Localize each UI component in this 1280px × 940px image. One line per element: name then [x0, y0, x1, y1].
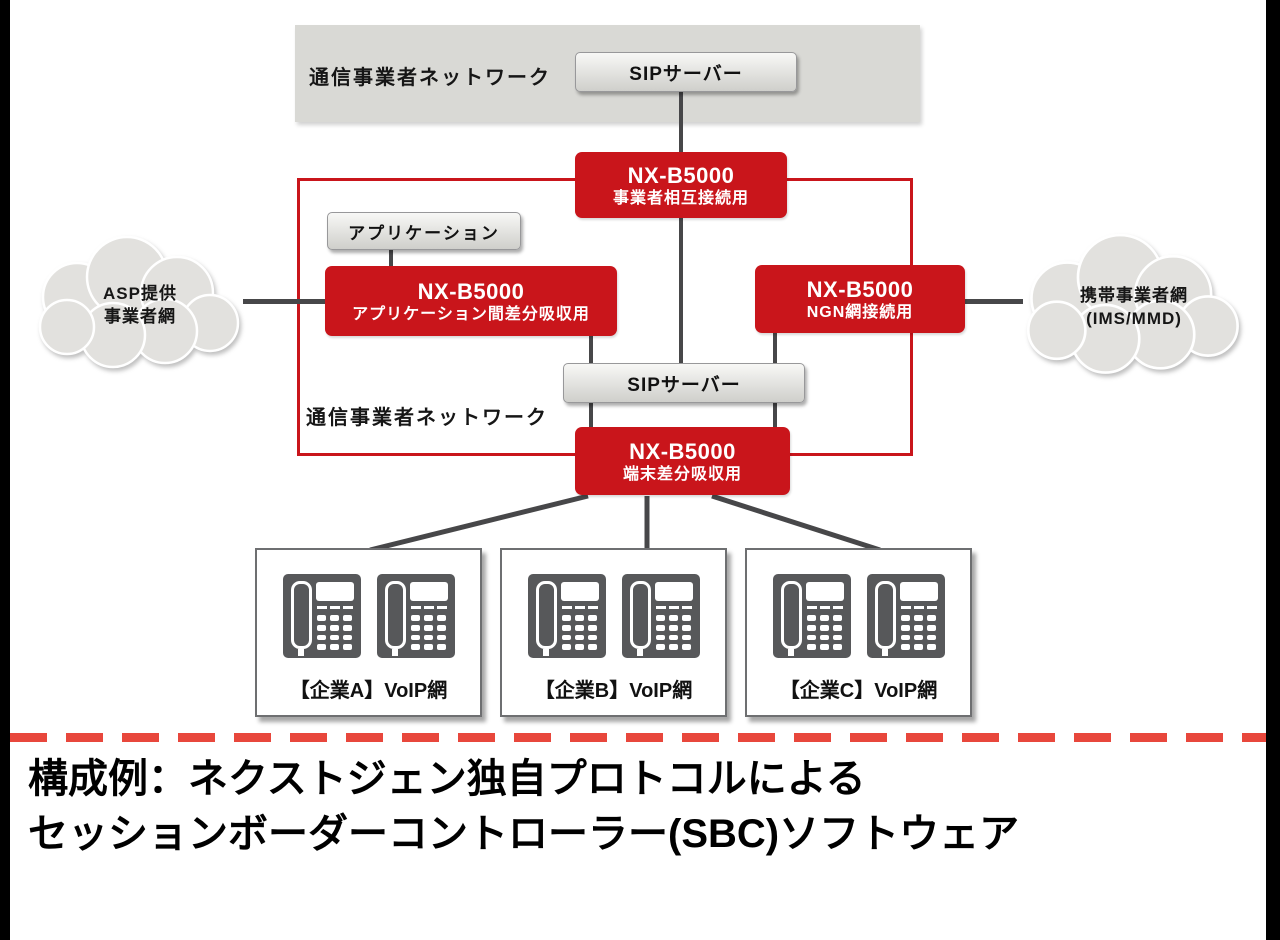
diagram-caption: 構成例：ネクストジェン独自プロトコルによる セッションボーダーコントローラー(S… — [28, 752, 1019, 862]
cloud-icon — [38, 235, 240, 369]
sbc-application-diff-box: NX-B5000 アプリケーション間差分吸収用 — [325, 266, 617, 336]
asp-provider-cloud-label: ASP提供 事業者網 — [25, 235, 255, 375]
top-sip-server-box: SIPサーバー — [575, 52, 797, 92]
phone-function-keys — [316, 606, 353, 609]
top-carrier-network-label: 通信事業者ネットワーク — [309, 67, 551, 89]
phone-keypad — [806, 615, 843, 650]
sbc-subtitle: 事業者相互接続用 — [612, 189, 749, 207]
phone-display — [805, 582, 844, 601]
company-b-label: 【企業B】VoIP網 — [534, 680, 693, 702]
phone-function-keys — [806, 606, 843, 609]
phone-function-keys — [900, 606, 937, 609]
phone-function-keys — [655, 606, 692, 609]
phone-keypad — [561, 615, 598, 650]
sbc-carrier-interconnect-box: NX-B5000 事業者相互接続用 — [575, 152, 787, 218]
handset-icon — [874, 581, 896, 656]
sbc-subtitle: アプリケーション間差分吸収用 — [352, 305, 590, 323]
caption-line1: 構成例：ネクストジェン独自プロトコルによる — [28, 757, 866, 801]
phone-display — [409, 582, 448, 601]
cloud-icon — [1026, 233, 1239, 374]
red-dashed-divider — [10, 733, 1266, 742]
connector-mid-sip-to-terminal-left — [589, 400, 593, 429]
sbc-title: NX-B5000 — [627, 162, 735, 188]
phone-keypad — [655, 615, 692, 650]
sbc-ngn-connect-box: NX-B5000 NGN網接続用 — [755, 265, 965, 333]
phone-group — [282, 574, 455, 658]
handset-icon — [384, 581, 406, 656]
connector-interconnect-to-mid-sip — [679, 218, 683, 365]
cloud-label-line1: ASP提供 — [103, 284, 177, 303]
sbc-subtitle: NGN網接続用 — [806, 303, 914, 321]
inner-carrier-network-label: 通信事業者ネットワーク — [306, 407, 548, 429]
phone-keypad — [316, 615, 353, 650]
connector-mobile-cloud — [963, 299, 1023, 304]
phone-icon — [376, 574, 455, 658]
sbc-title: NX-B5000 — [629, 438, 736, 464]
phone-icon — [527, 574, 606, 658]
mobile-carrier-cloud-label: 携帯事業者網 (IMS/MMD) — [1003, 233, 1265, 381]
sbc-title: NX-B5000 — [806, 276, 914, 302]
connector-top-sip-to-interconnect — [679, 90, 683, 152]
sbc-title: NX-B5000 — [417, 278, 525, 304]
sbc-subtitle: 端末差分吸収用 — [622, 465, 742, 483]
cloud-label-line1: 携帯事業者網 — [1080, 286, 1188, 305]
phone-icon — [282, 574, 361, 658]
phone-keypad — [410, 615, 447, 650]
application-box: アプリケーション — [327, 212, 521, 250]
inner-sip-server-box: SIPサーバー — [563, 363, 805, 403]
right-edge-bar — [1266, 0, 1280, 940]
handset-icon — [629, 581, 651, 656]
company-c-label: 【企業C】VoIP網 — [779, 680, 938, 702]
sbc-terminal-diff-box: NX-B5000 端末差分吸収用 — [575, 427, 790, 495]
company-c-voip-box: 【企業C】VoIP網 — [745, 548, 972, 717]
phone-display — [654, 582, 693, 601]
phone-icon — [621, 574, 700, 658]
connector-asp-cloud — [243, 299, 327, 304]
phone-group — [527, 574, 700, 658]
connector-application-to-appdiff — [389, 248, 393, 268]
company-a-voip-box: 【企業A】VoIP網 — [255, 548, 482, 717]
asp-provider-cloud: ASP提供 事業者網 — [25, 235, 255, 375]
cloud-label-line2: (IMS/MMD) — [1086, 309, 1182, 328]
phone-group — [772, 574, 945, 658]
left-edge-bar — [0, 0, 10, 940]
phone-display — [315, 582, 354, 601]
handset-icon — [780, 581, 802, 656]
company-b-voip-box: 【企業B】VoIP網 — [500, 548, 727, 717]
connector-mid-sip-to-terminal-right — [773, 400, 777, 429]
phone-display — [899, 582, 938, 601]
phone-display — [560, 582, 599, 601]
phone-icon — [866, 574, 945, 658]
caption-line2: セッションボーダーコントローラー(SBC)ソフトウェア — [28, 812, 1020, 856]
phone-function-keys — [410, 606, 447, 609]
handset-icon — [535, 581, 557, 656]
handset-icon — [290, 581, 312, 656]
connector-appdiff-to-mid-sip — [589, 336, 593, 365]
top-carrier-network-band: 通信事業者ネットワーク — [295, 25, 920, 122]
phone-icon — [772, 574, 851, 658]
mobile-carrier-cloud: 携帯事業者網 (IMS/MMD) — [1003, 233, 1265, 381]
phone-keypad — [900, 615, 937, 650]
company-a-label: 【企業A】VoIP網 — [289, 680, 448, 702]
connector-ngn-to-mid-sip — [773, 333, 777, 365]
cloud-label-line2: 事業者網 — [104, 307, 176, 326]
phone-function-keys — [561, 606, 598, 609]
